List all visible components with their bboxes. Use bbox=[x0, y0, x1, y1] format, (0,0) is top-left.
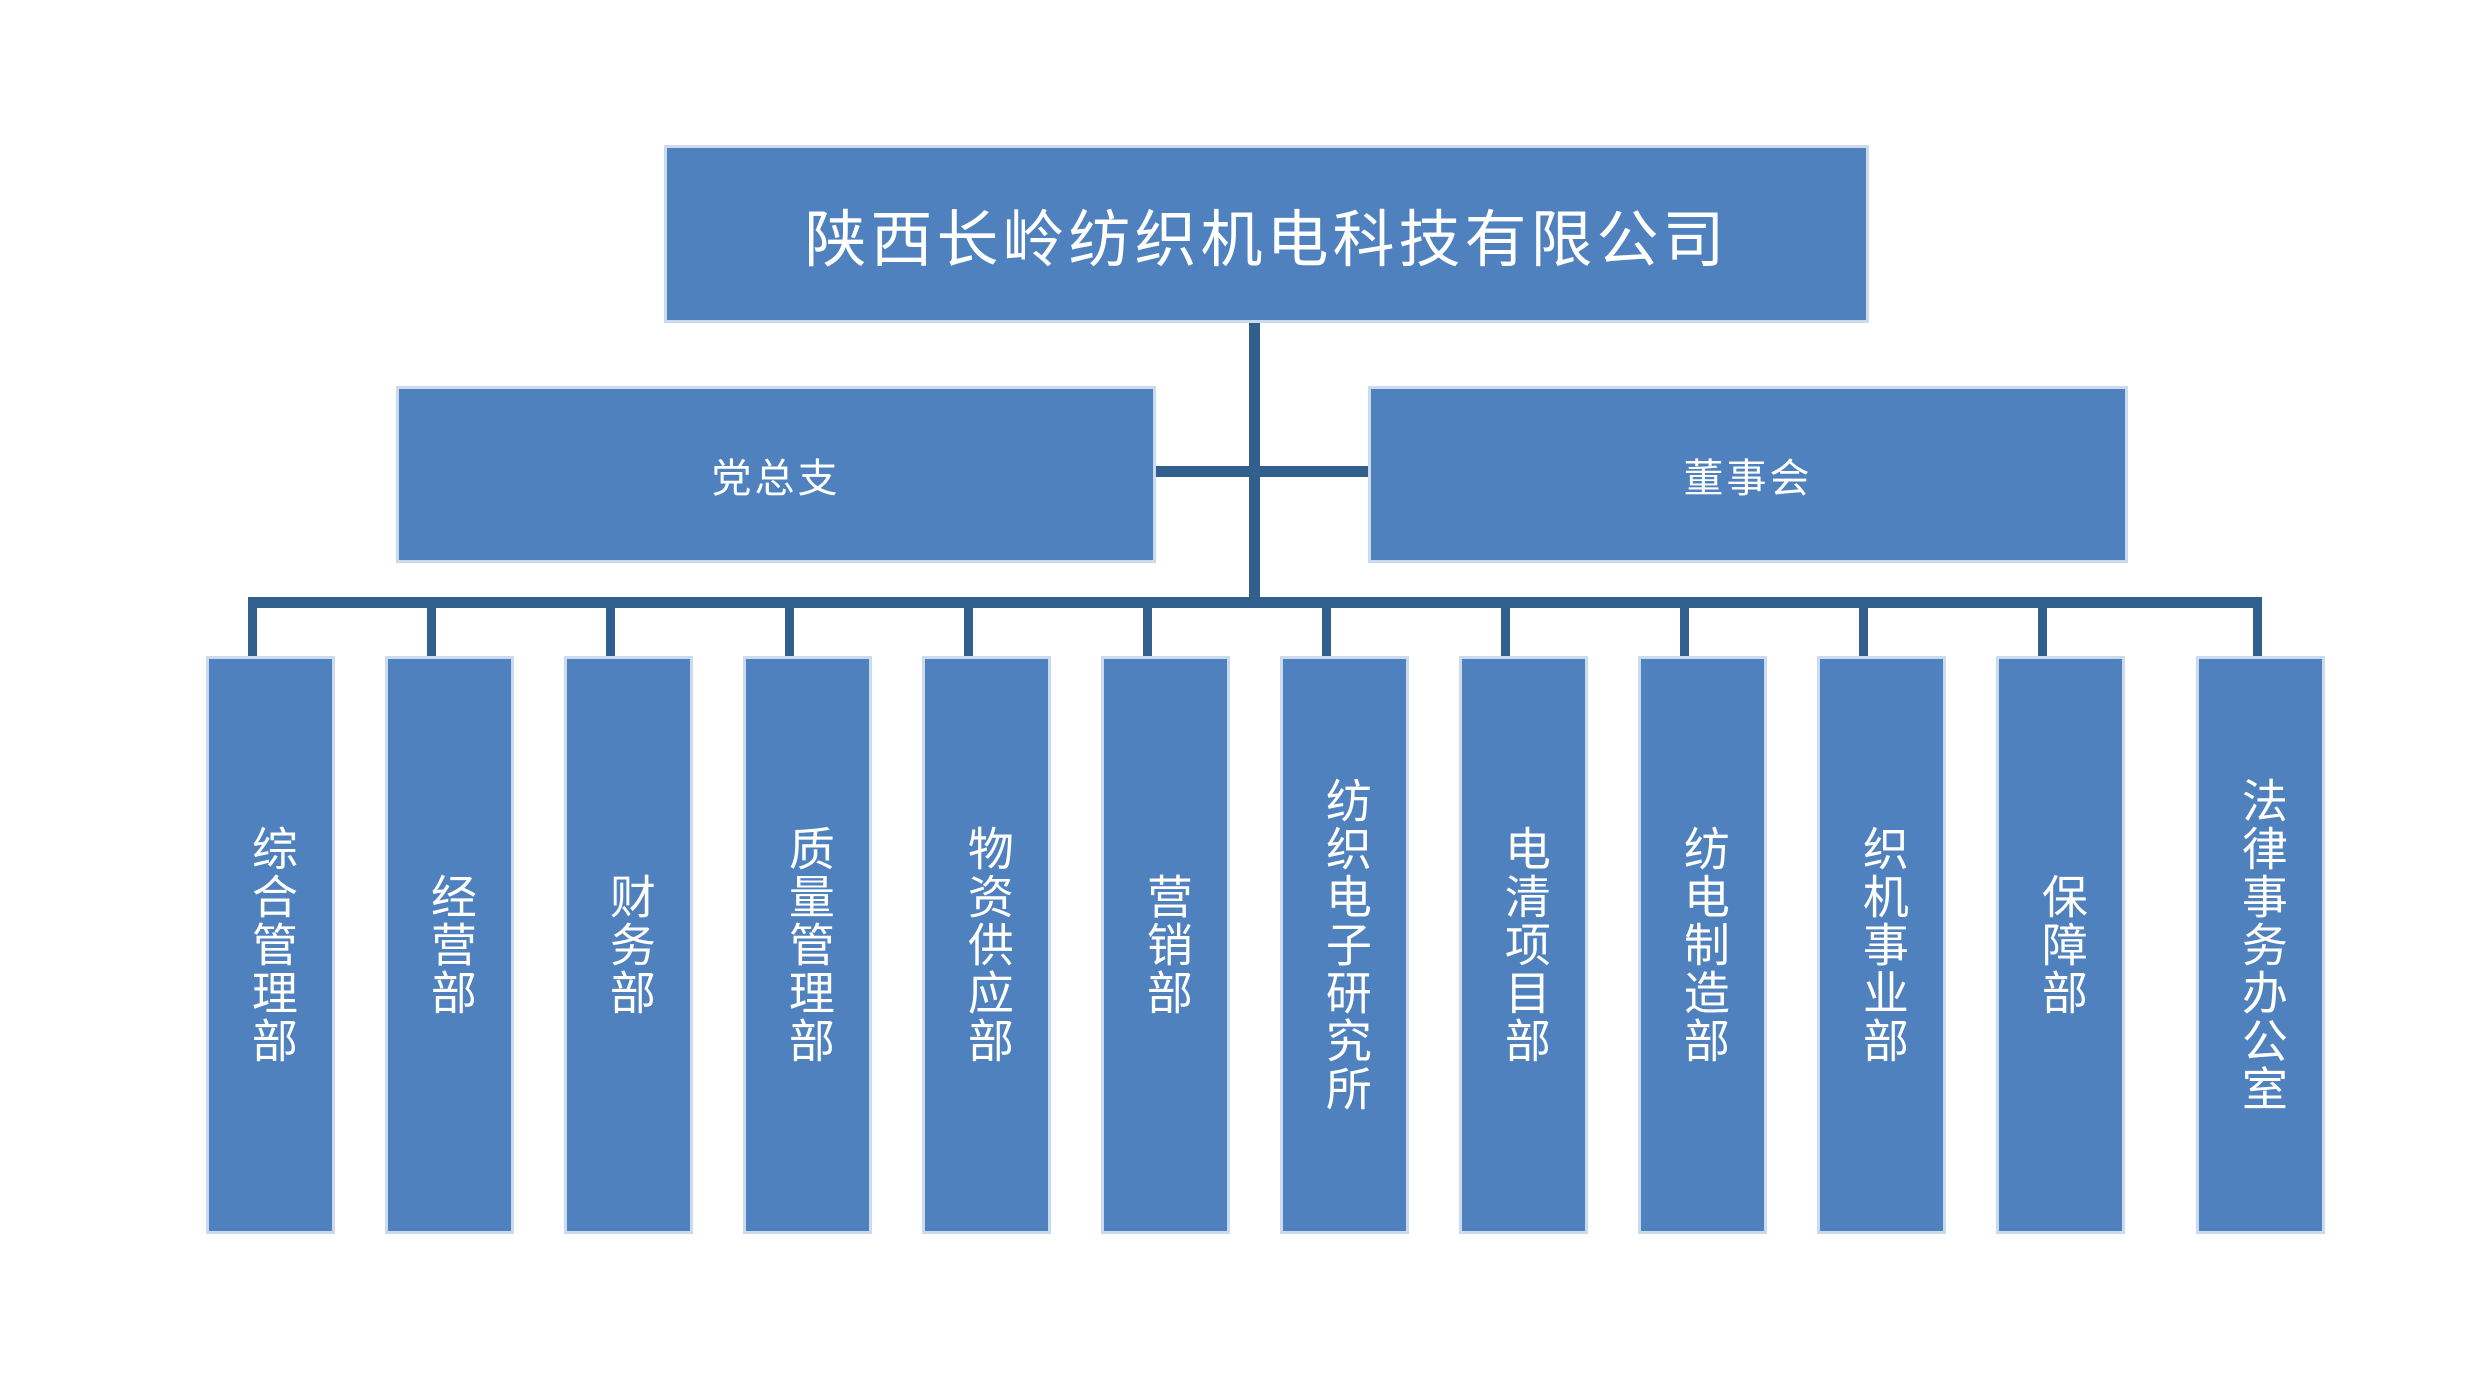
org-node-department-2[interactable]: 经营部 bbox=[388, 659, 511, 1231]
org-node-department-8[interactable]: 电清项目部 bbox=[1462, 659, 1585, 1231]
org-node-department-12-label: 法律事务办公室 bbox=[2235, 777, 2287, 1113]
org-node-department-3-label: 财务部 bbox=[603, 873, 655, 1017]
connector-drop-12 bbox=[2253, 597, 2262, 659]
org-node-party-branch-label: 党总支 bbox=[711, 456, 841, 501]
org-node-department-7[interactable]: 纺织电子研究所 bbox=[1283, 659, 1406, 1231]
org-node-department-9[interactable]: 纺电制造部 bbox=[1641, 659, 1764, 1231]
org-node-department-11[interactable]: 保障部 bbox=[1999, 659, 2122, 1231]
connector-department-bus bbox=[248, 597, 2262, 608]
org-node-department-10-label: 织机事业部 bbox=[1856, 825, 1908, 1065]
connector-drop-9 bbox=[1680, 597, 1689, 659]
connector-drop-7 bbox=[1322, 597, 1331, 659]
org-node-root[interactable]: 陕西长岭纺织机电科技有限公司 bbox=[667, 148, 1866, 320]
org-node-root-label: 陕西长岭纺织机电科技有限公司 bbox=[804, 206, 1729, 275]
org-node-department-3[interactable]: 财务部 bbox=[567, 659, 690, 1231]
org-node-party-branch[interactable]: 党总支 bbox=[399, 389, 1153, 560]
connector-drop-3 bbox=[606, 597, 615, 659]
connector-level2-horizontal bbox=[1140, 466, 1380, 477]
org-node-department-10[interactable]: 织机事业部 bbox=[1820, 659, 1943, 1231]
org-node-board-of-directors[interactable]: 董事会 bbox=[1371, 389, 2125, 560]
org-node-department-6-label: 营销部 bbox=[1140, 873, 1192, 1017]
org-node-department-7-label: 纺织电子研究所 bbox=[1319, 777, 1371, 1113]
org-node-department-5[interactable]: 物资供应部 bbox=[925, 659, 1048, 1231]
connector-drop-6 bbox=[1143, 597, 1152, 659]
connector-drop-8 bbox=[1501, 597, 1510, 659]
org-node-department-5-label: 物资供应部 bbox=[961, 825, 1013, 1065]
org-node-department-4-label: 质量管理部 bbox=[782, 825, 834, 1065]
org-node-department-11-label: 保障部 bbox=[2035, 873, 2087, 1017]
connector-drop-10 bbox=[1859, 597, 1868, 659]
org-node-department-9-label: 纺电制造部 bbox=[1677, 825, 1729, 1065]
connector-drop-1 bbox=[248, 597, 257, 659]
org-node-department-1[interactable]: 综合管理部 bbox=[209, 659, 332, 1231]
org-node-department-1-label: 综合管理部 bbox=[245, 825, 297, 1065]
org-node-board-of-directors-label: 董事会 bbox=[1683, 456, 1813, 501]
org-node-department-12[interactable]: 法律事务办公室 bbox=[2199, 659, 2322, 1231]
connector-drop-11 bbox=[2038, 597, 2047, 659]
org-node-department-8-label: 电清项目部 bbox=[1498, 825, 1550, 1065]
connector-drop-4 bbox=[785, 597, 794, 659]
connector-trunk-vertical bbox=[1249, 316, 1260, 604]
org-node-department-6[interactable]: 营销部 bbox=[1104, 659, 1227, 1231]
org-node-department-2-label: 经营部 bbox=[424, 873, 476, 1017]
org-node-department-4[interactable]: 质量管理部 bbox=[746, 659, 869, 1231]
connector-drop-2 bbox=[427, 597, 436, 659]
connector-drop-5 bbox=[964, 597, 973, 659]
